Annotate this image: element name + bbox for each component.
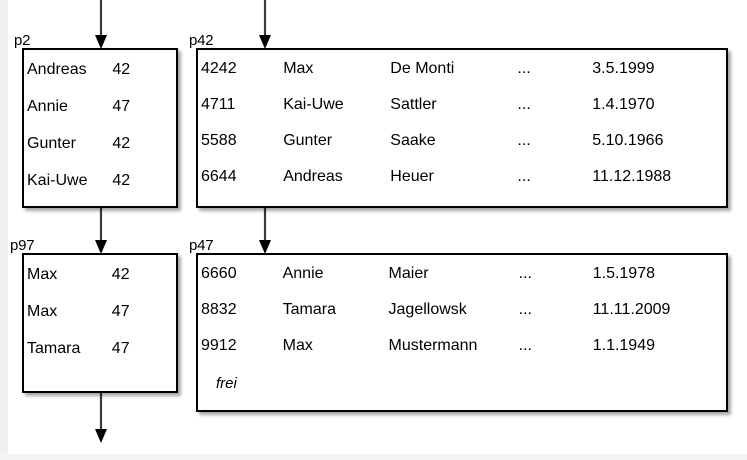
table-row[interactable]: 8832 Tamara Jagellowsk ... 11.11.2009 bbox=[200, 293, 698, 327]
cell-firstname: Kai-Uwe bbox=[283, 96, 344, 113]
table-row[interactable]: Max 47 bbox=[26, 294, 156, 329]
page-box-p2[interactable]: Andreas 42 Annie 47 Gunter 42 Kai-Uwe 42 bbox=[22, 48, 178, 208]
index-pointer-cell: 42 bbox=[112, 134, 131, 152]
page-box-p97[interactable]: Max 42 Max 47 Tamara 47 bbox=[22, 253, 178, 393]
cell-lastname: Sattler bbox=[390, 96, 437, 113]
page-box-p47[interactable]: 6660 Annie Maier ... 1.5.1978 8832 Tamar… bbox=[196, 253, 728, 412]
cell-date: 1.5.1978 bbox=[592, 265, 655, 282]
cell-lastname: De Monti bbox=[390, 60, 455, 77]
index-pointer-cell: 47 bbox=[111, 302, 130, 320]
arrow-p2-to-p97-icon bbox=[93, 207, 109, 255]
cell-id: 4242 bbox=[201, 60, 237, 77]
arrow-out-of-p97-icon bbox=[93, 392, 109, 444]
cell-ellipsis: ... bbox=[518, 301, 532, 318]
index-pointer-cell: 42 bbox=[112, 171, 131, 189]
cell-ellipsis: ... bbox=[517, 96, 531, 113]
page-label-p97: p97 bbox=[10, 237, 35, 254]
cell-date: 3.5.1999 bbox=[592, 60, 655, 77]
index-table-p97: Max 42 Max 47 Tamara 47 bbox=[24, 255, 158, 368]
cell-ellipsis: ... bbox=[518, 337, 532, 354]
index-key-cell: Max bbox=[27, 265, 58, 283]
cell-id: 4711 bbox=[201, 96, 236, 113]
cell-lastname: Mustermann bbox=[388, 337, 478, 354]
cell-ellipsis: ... bbox=[518, 265, 532, 282]
arrow-into-p2-icon bbox=[93, 0, 109, 50]
table-row[interactable]: Annie 47 bbox=[26, 89, 156, 124]
page-box-p42[interactable]: 4242 Max De Monti ... 3.5.1999 4711 Kai-… bbox=[196, 48, 728, 208]
cell-id: 5588 bbox=[201, 132, 237, 149]
table-row[interactable]: 4711 Kai-Uwe Sattler ... 1.4.1970 bbox=[200, 88, 698, 122]
bottom-gutter-strip bbox=[0, 454, 747, 460]
left-gutter-strip bbox=[0, 0, 8, 460]
free-space-label: frei bbox=[216, 375, 237, 392]
table-row[interactable]: Tamara 47 bbox=[26, 331, 156, 366]
cell-firstname: Andreas bbox=[283, 168, 343, 185]
table-row[interactable]: 6660 Annie Maier ... 1.5.1978 bbox=[200, 257, 698, 291]
arrow-into-p42-icon bbox=[257, 0, 273, 50]
index-key-cell: Annie bbox=[27, 97, 68, 115]
index-pointer-cell: 42 bbox=[112, 60, 131, 78]
cell-id: 8832 bbox=[201, 301, 237, 318]
table-row[interactable]: Andreas 42 bbox=[26, 52, 156, 87]
cell-lastname: Jagellowsk bbox=[388, 301, 467, 318]
cell-lastname: Maier bbox=[388, 265, 429, 282]
cell-id: 6660 bbox=[201, 265, 237, 282]
cell-lastname: Saake bbox=[390, 132, 436, 149]
cell-firstname: Max bbox=[282, 337, 313, 354]
data-table-p47: 6660 Annie Maier ... 1.5.1978 8832 Tamar… bbox=[198, 255, 700, 365]
table-row[interactable]: 4242 Max De Monti ... 3.5.1999 bbox=[200, 52, 698, 86]
table-row[interactable]: 6644 Andreas Heuer ... 11.12.1988 bbox=[200, 160, 698, 194]
table-row[interactable]: Max 42 bbox=[26, 257, 156, 292]
cell-lastname: Heuer bbox=[390, 168, 434, 185]
cell-firstname: Max bbox=[283, 60, 314, 77]
cell-firstname: Annie bbox=[282, 265, 324, 282]
page-label-p42: p42 bbox=[189, 32, 214, 49]
page-label-p47: p47 bbox=[189, 237, 214, 254]
cell-ellipsis: ... bbox=[517, 168, 531, 185]
arrow-p42-to-p47-icon bbox=[257, 207, 273, 255]
cell-ellipsis: ... bbox=[517, 60, 531, 77]
index-key-cell: Tamara bbox=[27, 339, 81, 357]
cell-firstname: Gunter bbox=[283, 132, 333, 149]
cell-date: 11.11.2009 bbox=[592, 301, 671, 318]
cell-date: 1.4.1970 bbox=[592, 96, 655, 113]
index-pointer-cell: 47 bbox=[111, 339, 130, 357]
index-pointer-cell: 42 bbox=[111, 265, 130, 283]
cell-firstname: Tamara bbox=[282, 301, 336, 318]
table-row[interactable]: Kai-Uwe 42 bbox=[26, 163, 156, 198]
cell-id: 6644 bbox=[201, 168, 237, 185]
index-key-cell: Max bbox=[27, 302, 58, 320]
index-pointer-cell: 47 bbox=[112, 97, 131, 115]
cell-id: 9912 bbox=[201, 337, 237, 354]
table-row[interactable]: Gunter 42 bbox=[26, 126, 156, 161]
index-key-cell: Gunter bbox=[27, 134, 76, 152]
index-key-cell: Kai-Uwe bbox=[27, 171, 88, 189]
index-key-cell: Andreas bbox=[27, 60, 87, 78]
data-table-p42: 4242 Max De Monti ... 3.5.1999 4711 Kai-… bbox=[198, 50, 700, 196]
page-label-p2: p2 bbox=[14, 32, 31, 49]
cell-date: 5.10.1966 bbox=[592, 132, 664, 149]
table-row[interactable]: 9912 Max Mustermann ... 1.1.1949 bbox=[200, 329, 698, 363]
table-row[interactable]: 5588 Gunter Saake ... 5.10.1966 bbox=[200, 124, 698, 158]
index-table-p2: Andreas 42 Annie 47 Gunter 42 Kai-Uwe 42 bbox=[24, 50, 158, 200]
cell-date: 11.12.1988 bbox=[592, 168, 672, 185]
cell-date: 1.1.1949 bbox=[592, 337, 655, 354]
cell-ellipsis: ... bbox=[517, 132, 531, 149]
